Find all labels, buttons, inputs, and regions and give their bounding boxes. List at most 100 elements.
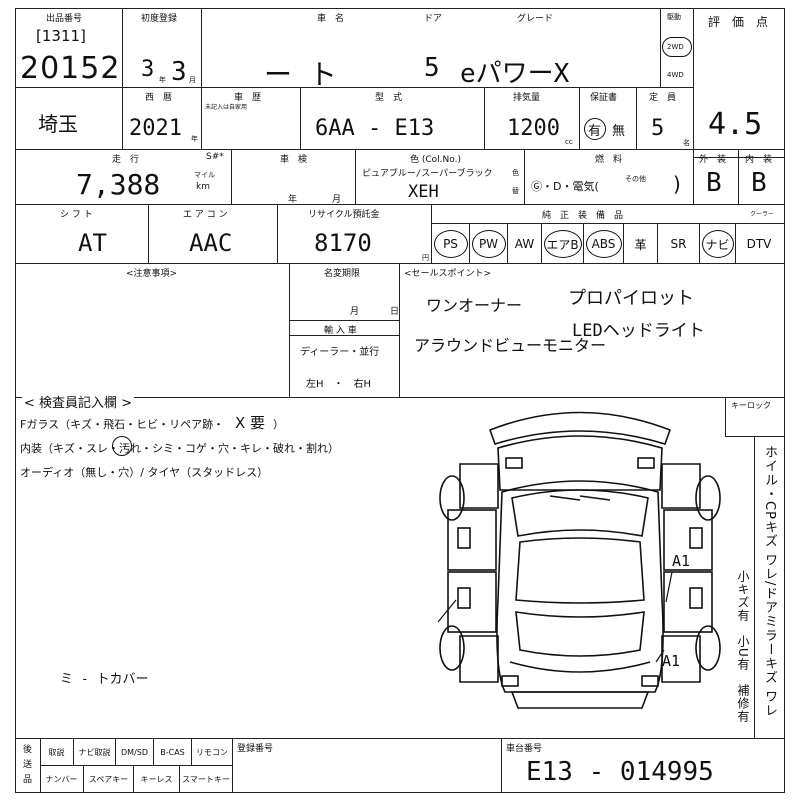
model-cell: 型 式 6AA - E13 bbox=[300, 87, 485, 150]
equipment-item: 革 bbox=[624, 224, 658, 264]
equipment-item: PS bbox=[432, 224, 470, 264]
dealer-label: ディーラー・並行 bbox=[300, 347, 380, 358]
inspection-year-unit: 年 bbox=[288, 195, 298, 205]
interior-label: 内 装 bbox=[745, 155, 773, 165]
footer-item: スマートキー bbox=[182, 774, 230, 784]
fuel-close: ) bbox=[673, 172, 681, 196]
name-change-month: 月 bbox=[350, 307, 360, 317]
interior-grade: B bbox=[751, 168, 767, 198]
first-registration-label: 初度登録 bbox=[141, 14, 178, 24]
legend-vertical-2: 小キズ有 小U有 補修有 bbox=[736, 570, 750, 723]
prefecture: 埼玉 bbox=[38, 112, 78, 136]
grade-value: eパワーX bbox=[460, 59, 570, 89]
mileage-label: 走 行 bbox=[112, 155, 140, 165]
equipment-circle bbox=[434, 230, 468, 258]
evaluation-cell: 評 価 点 4.5 bbox=[693, 8, 785, 158]
prefecture-cell: 埼玉 bbox=[15, 87, 123, 150]
mileage-cell: 走 行 7,388 マイル km S#* bbox=[15, 149, 232, 205]
person-unit: 名 bbox=[683, 139, 690, 147]
capacity: 5 bbox=[651, 116, 665, 141]
windshield-close: ） bbox=[273, 418, 284, 431]
capacity-cell: 定 員 5 名 bbox=[636, 87, 694, 150]
door-count: 5 bbox=[424, 53, 440, 83]
interior-stain-circle bbox=[112, 436, 132, 456]
swap-label: S#* bbox=[206, 152, 224, 162]
car-damage-diagram: A1 A1 W2 bbox=[437, 411, 721, 709]
fuel-other: その他 bbox=[625, 175, 646, 183]
footer-item: ナンバー bbox=[40, 766, 84, 792]
recycle-fee: 8170 bbox=[314, 229, 372, 257]
exterior-grade: B bbox=[706, 168, 722, 198]
windshield-line: Fガラス（キズ・飛石・ヒビ・リペア跡・ bbox=[20, 418, 225, 431]
ac-label: エ ア コ ン bbox=[183, 210, 228, 220]
damage-mark-1: A1 bbox=[672, 552, 690, 570]
history-note: 未記入は自家用 bbox=[205, 104, 248, 111]
inspector-title: < 検査員記入欄 > bbox=[22, 392, 135, 411]
western-year-label: 西 暦 bbox=[145, 93, 173, 103]
equipment-item: DTV bbox=[746, 237, 772, 251]
grade-label: グレード bbox=[517, 14, 554, 24]
legend-vertical-1: ホイル・CPキズ ワレ/ドアミラーキズ ワレ bbox=[762, 445, 777, 718]
fuel-cell: 燃 料 Ⓖ・D・電気( その他 ) bbox=[524, 149, 694, 205]
capacity-label: 定 員 bbox=[649, 93, 677, 103]
displacement-cell: 排気量 1200 cc bbox=[484, 87, 580, 150]
footer-col1: 後送品 bbox=[16, 739, 41, 792]
lot-number-label: 出品番号 bbox=[46, 14, 83, 24]
footer-item: スペアキー bbox=[84, 766, 134, 792]
keylock-cell: キーロック bbox=[725, 397, 785, 437]
equipment-circle bbox=[702, 230, 734, 258]
car-name-cell: 車 名 ドア グレード ー ト 5 eパワーX bbox=[201, 8, 661, 91]
history-cell: 車 歴 未記入は自家用 bbox=[201, 87, 301, 150]
legend-column-border bbox=[754, 436, 755, 739]
evaluation-label: 評 価 点 bbox=[708, 15, 769, 29]
footer-col1-text: 後送品 bbox=[23, 745, 33, 785]
footer-row2: ナンバースペアキーキーレススマートキー bbox=[40, 766, 232, 792]
equipment-circle bbox=[472, 230, 506, 258]
cooler-label: クーラー bbox=[750, 211, 775, 218]
lot-number-cell: 出品番号 [1311] 20152 bbox=[15, 8, 123, 88]
equipment-item: ナビ bbox=[700, 224, 736, 264]
handwritten-note: ミ - トカバー bbox=[60, 672, 149, 687]
color-name: ピュアブルー/スーパーブラック bbox=[362, 169, 493, 179]
lot-bracket: [1311] bbox=[36, 27, 86, 45]
history-label: 車 歴 bbox=[234, 93, 262, 103]
import-cell: 輸 入 車 ディーラー・並行 左H ・ 右H bbox=[289, 320, 400, 398]
name-change-label: 名変期限 bbox=[324, 269, 361, 279]
first-registration-cell: 初度登録 3 年 3 月 bbox=[122, 8, 202, 88]
displacement-label: 排気量 bbox=[513, 93, 541, 103]
shift-cell: シ フ ト AT bbox=[15, 204, 149, 264]
model-label: 型 式 bbox=[375, 93, 403, 103]
first-reg-month: 3 bbox=[171, 57, 187, 87]
reg-number-cell: 登録番号 bbox=[232, 738, 502, 793]
footer-item: DM/SD bbox=[116, 739, 154, 765]
first-reg-year-unit: 年 bbox=[159, 76, 166, 84]
import-divider bbox=[290, 335, 399, 336]
car-name-label: 車 名 bbox=[317, 14, 345, 24]
equipment-circle bbox=[544, 230, 582, 258]
model-code: 6AA - E13 bbox=[315, 116, 435, 141]
cc-unit: cc bbox=[565, 138, 573, 146]
sales-points-label: <セールスポイント> bbox=[404, 269, 492, 279]
mileage: 7,388 bbox=[76, 168, 161, 201]
damage-mark-2: A1 bbox=[662, 652, 680, 670]
keylock-label: キーロック bbox=[731, 401, 771, 410]
chassis-cell: 車台番号 E13 - 014995 bbox=[501, 738, 785, 793]
chassis-number: E13 - 014995 bbox=[526, 757, 714, 787]
drive-cell: 駆動 2WD 4WD bbox=[660, 8, 694, 88]
car-name: ー ト bbox=[264, 58, 337, 91]
drive-2wd-circle bbox=[662, 37, 692, 57]
shift-label: シ フ ト bbox=[60, 210, 93, 220]
ac: AAC bbox=[189, 229, 233, 257]
equipment-item: ABS bbox=[584, 224, 624, 264]
inspection-cell: 車 検 年 月 bbox=[231, 149, 356, 205]
steering-label: 左H ・ 右H bbox=[306, 379, 372, 390]
color-side-2: 替 bbox=[512, 187, 519, 195]
reg-number-label: 登録番号 bbox=[237, 744, 274, 754]
shift: AT bbox=[78, 229, 107, 257]
recycle-label: リサイクル預託金 bbox=[308, 210, 380, 220]
color-cell: 色 (Col.No.) ピュアブルー/スーパーブラック XEH 色 替 bbox=[355, 149, 525, 205]
footer-item: ナビ取説 bbox=[74, 739, 116, 765]
displacement: 1200 bbox=[507, 116, 560, 141]
yen-unit: 円 bbox=[422, 254, 429, 262]
